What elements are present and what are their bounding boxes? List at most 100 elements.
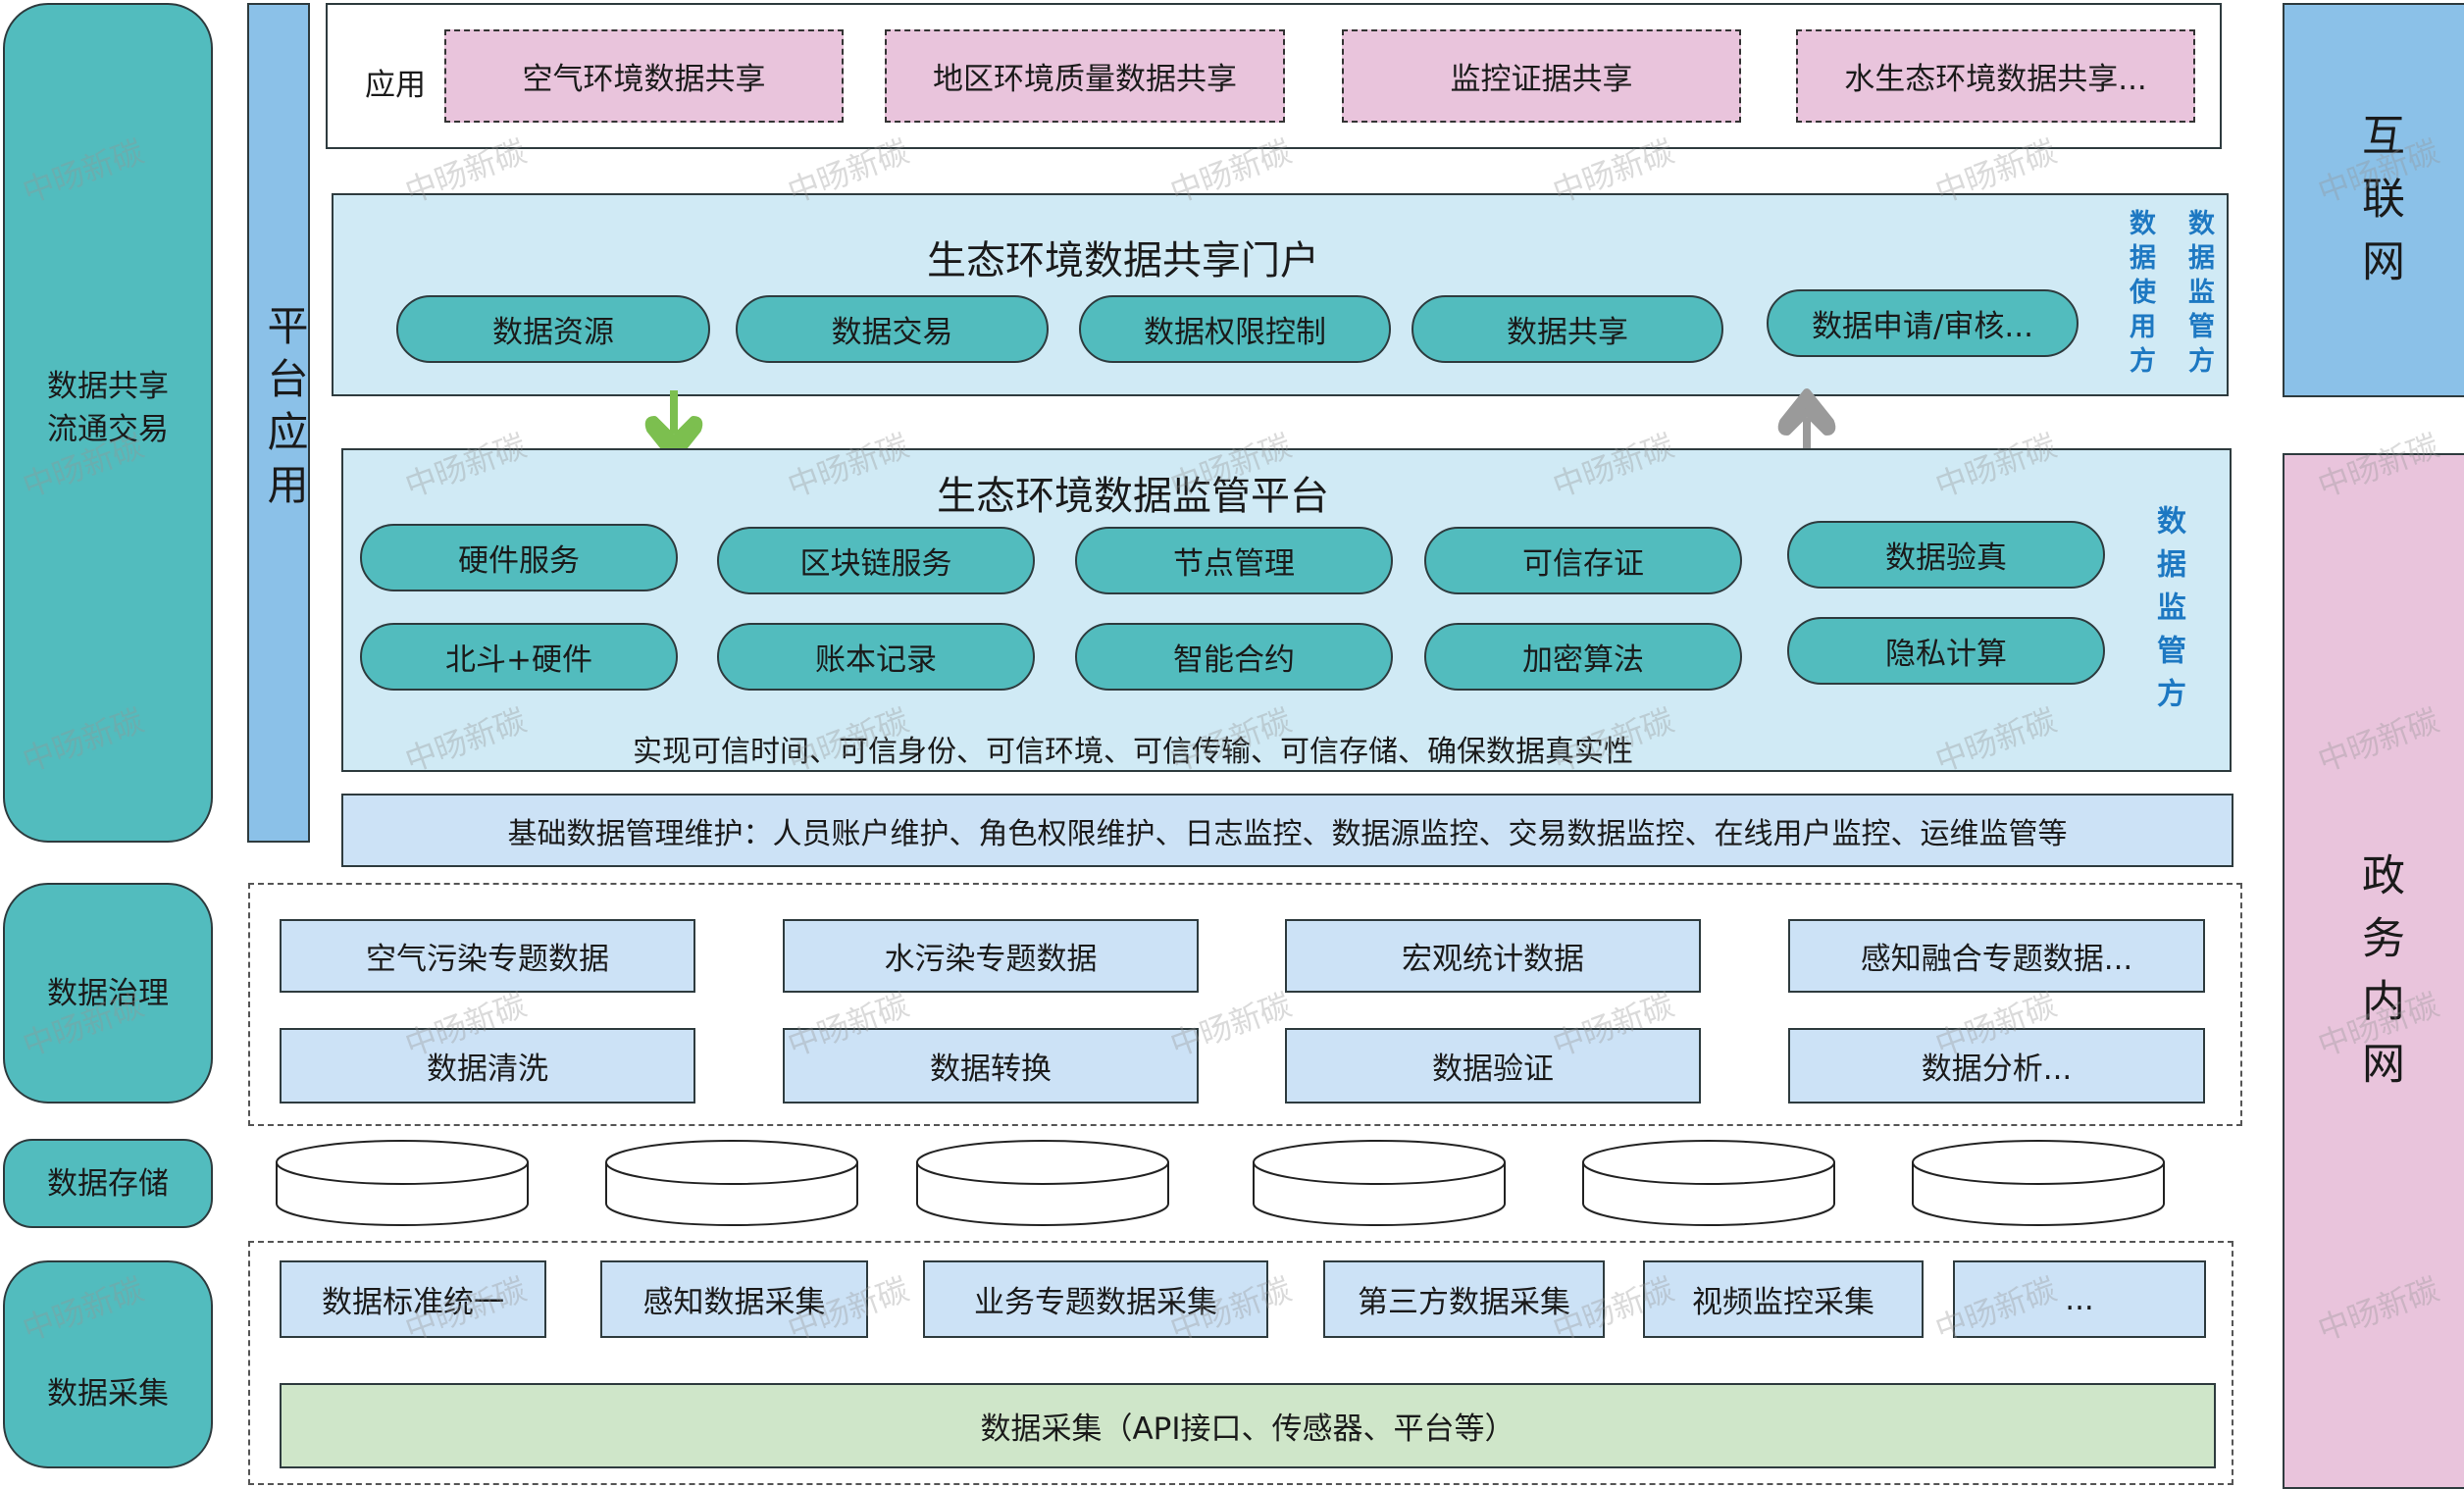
- database-cylinder-icon: [1253, 1140, 1506, 1226]
- internet-panel: 互联网: [2283, 3, 2464, 397]
- portal-item[interactable]: 数据共享: [1412, 295, 1723, 363]
- supervision-item[interactable]: 账本记录: [717, 623, 1035, 691]
- governance-item[interactable]: 数据转换: [783, 1028, 1199, 1104]
- storage-cylinders: [276, 1140, 2165, 1226]
- supervision-item[interactable]: 数据验真: [1787, 521, 2105, 589]
- portal-item[interactable]: 数据资源: [396, 295, 710, 363]
- collection-item-label: ...: [2065, 1281, 2094, 1317]
- platform-application-bar: 平台应用: [247, 3, 310, 843]
- supervision-item[interactable]: 智能合约: [1075, 623, 1393, 691]
- portal-item[interactable]: 数据权限控制: [1079, 295, 1391, 363]
- governance-item-label: 数据分析...: [1921, 1052, 2073, 1087]
- collection-item[interactable]: 业务专题数据采集: [923, 1260, 1268, 1338]
- supervision-item[interactable]: 节点管理: [1075, 527, 1393, 594]
- governance-item[interactable]: 宏观统计数据: [1285, 919, 1701, 993]
- supervision-item-label: 北斗+硬件: [445, 642, 592, 678]
- portal-item[interactable]: 数据交易: [736, 295, 1049, 363]
- portal-item-label: 数据共享: [1507, 315, 1628, 350]
- database-cylinder-icon: [276, 1140, 529, 1226]
- portal-title: 生态环境数据共享门户: [927, 238, 1319, 283]
- governance-item-label: 感知融合专题数据...: [1860, 942, 2133, 977]
- supervision-item[interactable]: 硬件服务: [360, 524, 678, 591]
- supervision-item[interactable]: 区块链服务: [717, 527, 1035, 594]
- internet-label: 互联网: [2354, 113, 2404, 301]
- collection-item[interactable]: ...: [1953, 1260, 2206, 1338]
- supervision-item[interactable]: 加密算法: [1424, 623, 1742, 691]
- portal-item-label: 数据申请/审核...: [1811, 309, 2033, 344]
- governance-item[interactable]: 数据验证: [1285, 1028, 1701, 1104]
- supervision-item-label: 加密算法: [1522, 642, 1644, 678]
- collection-item[interactable]: 数据标准统一: [280, 1260, 546, 1338]
- supervision-item-label: 硬件服务: [458, 543, 580, 579]
- app-item-label: 空气环境数据共享: [522, 62, 766, 97]
- collection-item-label: 数据标准统一: [322, 1285, 504, 1320]
- app-item-label: 地区环境质量数据共享: [933, 62, 1237, 97]
- data-sharing-portal: 生态环境数据共享门户 数据资源 数据交易 数据权限控制 数据共享 数据申请/审核…: [332, 193, 2229, 396]
- collection-item[interactable]: 视频监控采集: [1643, 1260, 1924, 1338]
- portal-item-label: 数据资源: [492, 315, 614, 350]
- arrow-down-icon: [644, 390, 703, 463]
- database-cylinder-icon: [916, 1140, 1169, 1226]
- supervision-item[interactable]: 可信存证: [1424, 527, 1742, 594]
- gov-intranet-panel: 政务内网: [2283, 453, 2464, 1489]
- side-label-data-supervisor: 数据监管方: [2183, 209, 2214, 381]
- collection-item[interactable]: 感知数据采集: [600, 1260, 868, 1338]
- gov-intranet-label: 政务内网: [2354, 852, 2404, 1104]
- app-item[interactable]: 空气环境数据共享: [444, 29, 844, 123]
- supervision-item-label: 区块链服务: [799, 546, 952, 582]
- layer-data-storage: 数据存储: [3, 1139, 213, 1228]
- basic-data-maintenance: 基础数据管理维护：人员账户维护、角色权限维护、日志监控、数据源监控、交易数据监控…: [341, 794, 2233, 867]
- governance-frame: [248, 883, 2242, 1126]
- supervision-title: 生态环境数据监管平台: [937, 474, 1329, 519]
- governance-item[interactable]: 感知融合专题数据...: [1788, 919, 2205, 993]
- side-label-data-user: 数据使用方: [2125, 209, 2155, 381]
- governance-item-label: 宏观统计数据: [1402, 942, 1584, 977]
- governance-item[interactable]: 水污染专题数据: [783, 919, 1199, 993]
- supervision-item-label: 账本记录: [815, 642, 937, 678]
- collection-item[interactable]: 第三方数据采集: [1323, 1260, 1605, 1338]
- layer-label: 数据存储: [47, 1165, 169, 1202]
- app-item[interactable]: 地区环境质量数据共享: [885, 29, 1285, 123]
- database-cylinder-icon: [1912, 1140, 2165, 1226]
- collection-item-label: 业务专题数据采集: [974, 1285, 1217, 1320]
- app-item[interactable]: 监控证据共享: [1342, 29, 1741, 123]
- governance-item[interactable]: 数据清洗: [280, 1028, 695, 1104]
- basic-data-maintenance-text: 基础数据管理维护：人员账户维护、角色权限维护、日志监控、数据源监控、交易数据监控…: [507, 816, 2068, 851]
- collection-item-label: 视频监控采集: [1692, 1285, 1874, 1320]
- collection-base: 数据采集（API接口、传感器、平台等）: [280, 1383, 2216, 1468]
- applications-label: 应用: [365, 68, 426, 103]
- portal-item-label: 数据权限控制: [1144, 315, 1326, 350]
- governance-item-label: 空气污染专题数据: [366, 942, 609, 977]
- supervision-item[interactable]: 北斗+硬件: [360, 623, 678, 691]
- governance-item[interactable]: 数据分析...: [1788, 1028, 2205, 1104]
- governance-item-label: 水污染专题数据: [884, 942, 1098, 977]
- supervision-item-label: 节点管理: [1173, 546, 1295, 582]
- governance-item[interactable]: 空气污染专题数据: [280, 919, 695, 993]
- database-cylinder-icon: [1582, 1140, 1835, 1226]
- side-label-data-supervisor: 数据监管方: [2151, 505, 2185, 721]
- layer-label: 数据采集: [47, 1376, 169, 1412]
- collection-base-label: 数据采集（API接口、传感器、平台等）: [980, 1412, 1515, 1447]
- layer-data-sharing-trading: 数据共享 流通交易: [3, 3, 213, 843]
- layer-data-collection: 数据采集: [3, 1260, 213, 1468]
- app-item-label: 监控证据共享: [1450, 62, 1633, 97]
- applications-frame: 应用 空气环境数据共享 地区环境质量数据共享 监控证据共享 水生态环境数据共享.…: [326, 3, 2222, 149]
- platform-application-label: 平台应用: [261, 304, 309, 516]
- supervision-footnote: 实现可信时间、可信身份、可信环境、可信传输、可信存储、确保数据真实性: [633, 735, 1633, 769]
- governance-item-label: 数据清洗: [427, 1052, 548, 1087]
- data-supervision-platform: 生态环境数据监管平台 硬件服务 区块链服务 节点管理 可信存证 数据验真 北斗+…: [341, 448, 2232, 772]
- portal-item[interactable]: 数据申请/审核...: [1767, 289, 2079, 357]
- layer-label: 数据共享 流通交易: [47, 369, 169, 447]
- collection-item-label: 第三方数据采集: [1358, 1285, 1570, 1320]
- portal-item-label: 数据交易: [831, 315, 953, 350]
- collection-item-label: 感知数据采集: [642, 1285, 826, 1320]
- database-cylinder-icon: [605, 1140, 858, 1226]
- app-item[interactable]: 水生态环境数据共享...: [1796, 29, 2195, 123]
- supervision-item[interactable]: 隐私计算: [1787, 617, 2105, 685]
- collection-frame: [248, 1241, 2233, 1485]
- supervision-item-label: 隐私计算: [1885, 637, 2007, 672]
- layer-data-governance: 数据治理: [3, 883, 213, 1104]
- app-item-label: 水生态环境数据共享...: [1844, 62, 2147, 97]
- governance-item-label: 数据验证: [1432, 1052, 1554, 1087]
- supervision-item-label: 数据验真: [1885, 540, 2007, 576]
